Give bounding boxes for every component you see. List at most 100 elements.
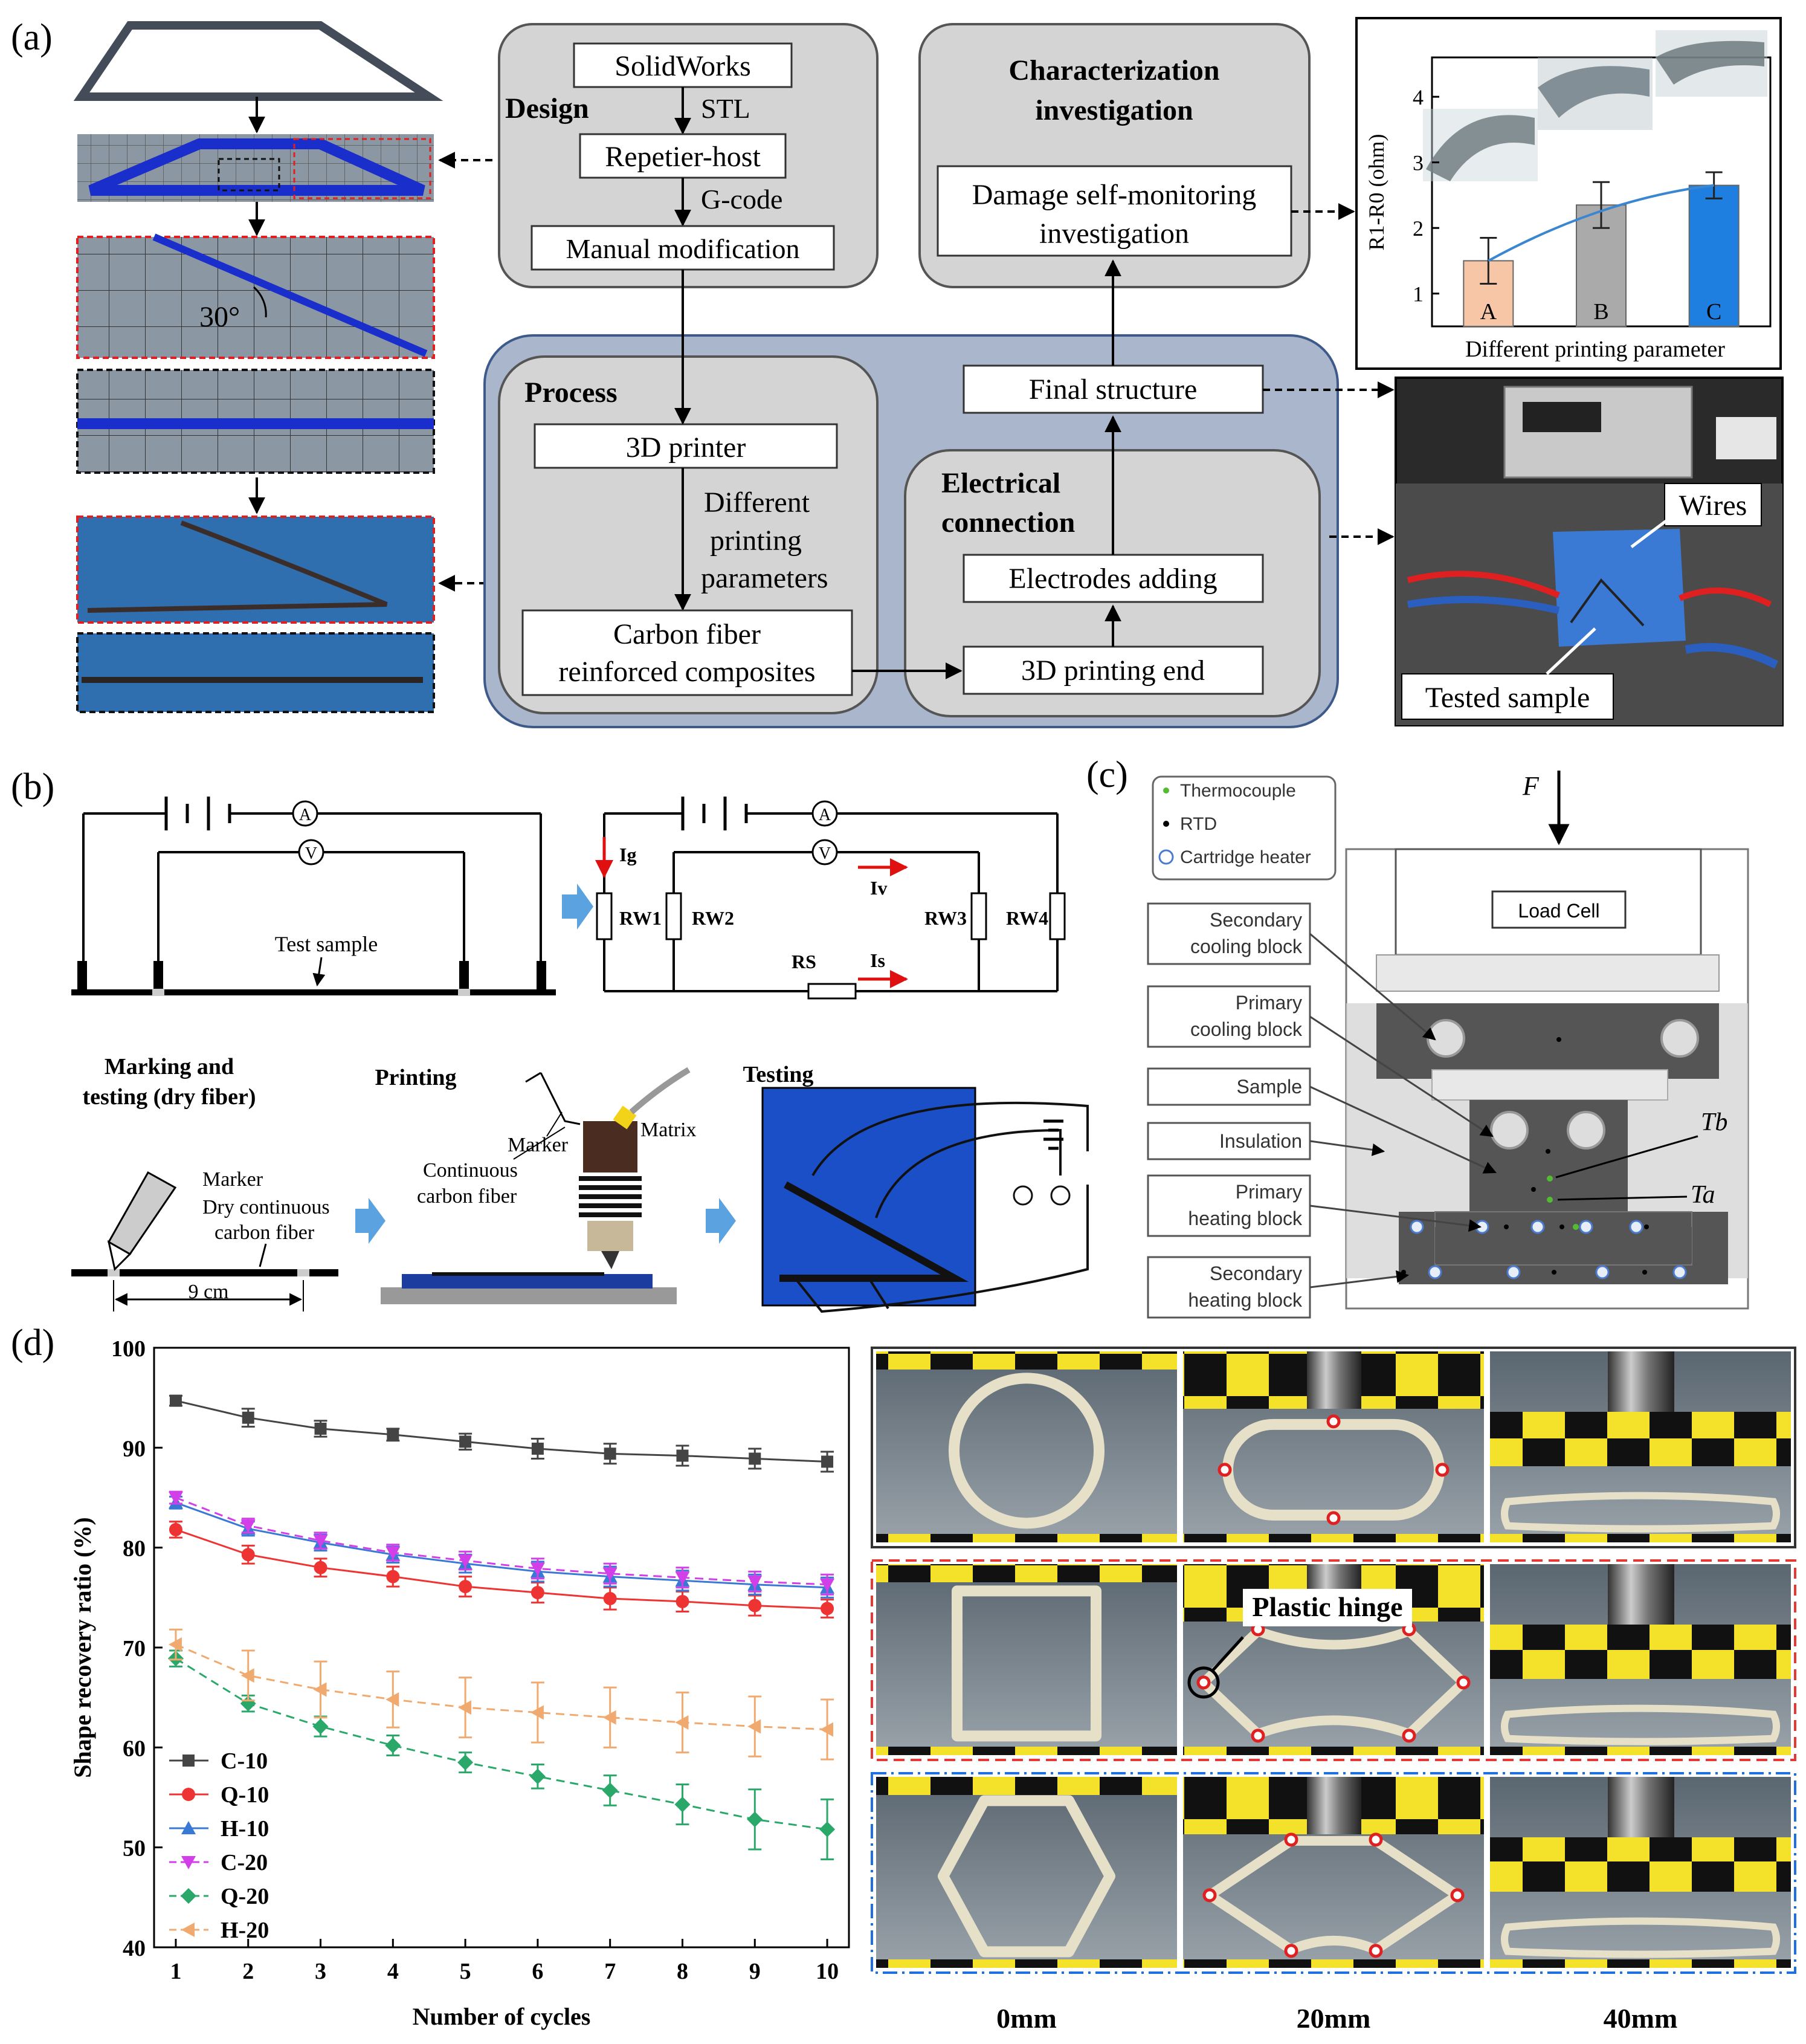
legend-dot-icon <box>1163 821 1169 827</box>
printing-title: Printing <box>375 1065 456 1090</box>
slicer-truss <box>88 138 425 196</box>
x-tick-label: 10 <box>816 1959 839 1984</box>
component-leader <box>1309 1270 1410 1289</box>
hinge-marker <box>1369 1832 1383 1847</box>
component-label: Secondary <box>1210 909 1302 931</box>
component-label-box <box>1147 1122 1311 1160</box>
component-label: Insulation <box>1219 1130 1302 1152</box>
component-label: cooling block <box>1190 1018 1303 1040</box>
data-point <box>240 1695 256 1712</box>
hinge-marker <box>1450 1888 1465 1903</box>
hinge-marker <box>1456 1675 1471 1690</box>
data-point <box>747 1575 763 1589</box>
data-point <box>386 1570 400 1583</box>
rw4-label: RW4 <box>1006 907 1048 929</box>
hinge-marker <box>1284 1944 1298 1958</box>
component-label: heating block <box>1188 1208 1303 1229</box>
angle-label: 30° <box>199 301 240 333</box>
x-tick-label: 8 <box>677 1959 688 1984</box>
electrodes-box <box>963 554 1264 603</box>
data-point <box>674 1796 691 1813</box>
nozzle-head <box>583 1121 637 1172</box>
legend-label: Q-20 <box>221 1884 269 1909</box>
legend-label: Cartridge heater <box>1180 847 1311 867</box>
data-point <box>604 1447 616 1460</box>
photo-cell <box>1490 1777 1791 1968</box>
series-line <box>175 1400 828 1463</box>
final-box <box>963 364 1264 414</box>
x-tick-label: 2 <box>242 1959 254 1984</box>
hinge-marker <box>1251 1729 1265 1743</box>
component-label: Sample <box>1237 1076 1303 1098</box>
photo-cell <box>1490 1564 1791 1755</box>
data-point <box>819 1821 836 1837</box>
data-point <box>387 1428 399 1441</box>
photo-cell <box>1183 1777 1484 1968</box>
legend-label: C-10 <box>221 1748 268 1774</box>
hinge-marker <box>1284 1832 1298 1847</box>
inset-category-label: A <box>1480 299 1497 325</box>
stl-label: STL <box>701 93 750 124</box>
panel-label-b: (b) <box>11 766 54 807</box>
d-ylabel: Shape recovery ratio (%) <box>69 1517 96 1777</box>
component-leader <box>1309 1205 1482 1232</box>
legend-label: RTD <box>1180 814 1217 834</box>
testing-title: Testing <box>743 1062 814 1087</box>
component-label-box <box>1147 902 1311 965</box>
legend-dot-icon <box>1163 788 1169 794</box>
process-title: Process <box>524 377 618 409</box>
data-point <box>821 1602 834 1615</box>
displacement-label: 0mm <box>996 2003 1057 2034</box>
printer-box <box>534 423 838 469</box>
legend-box <box>1152 775 1337 881</box>
series-line <box>175 1643 828 1731</box>
data-point <box>314 1560 327 1574</box>
component-label-box <box>1147 985 1311 1048</box>
repetier-box <box>579 133 787 179</box>
repetier-label: Repetier-host <box>605 141 761 173</box>
component-leader <box>1309 1085 1497 1174</box>
data-point <box>457 1755 474 1771</box>
hinge-marker <box>1202 1888 1217 1903</box>
photo-cell <box>876 1777 1177 1968</box>
photo-cell <box>876 1351 1177 1542</box>
photo-cell <box>1183 1351 1484 1542</box>
data-point <box>531 1442 544 1455</box>
data-point <box>182 1755 195 1767</box>
legend-label: Q-10 <box>221 1782 269 1808</box>
data-point <box>530 1562 545 1576</box>
ammeter-label: A <box>299 806 312 824</box>
printed-photo-straight <box>77 633 434 712</box>
inset-ytick-label: 3 <box>1413 151 1424 175</box>
data-point <box>168 1492 183 1505</box>
y-tick-label: 100 <box>111 1336 146 1362</box>
inset-ytick-label: 1 <box>1413 282 1424 306</box>
dry-label-2: carbon fiber <box>214 1221 315 1244</box>
dry-label-1: Dry continuous <box>202 1196 330 1218</box>
char-title-2: investigation <box>1035 94 1193 126</box>
data-point <box>240 1668 254 1683</box>
test-sample-label: Test sample <box>275 932 378 956</box>
legend-label: H-10 <box>221 1816 269 1842</box>
y-tick-label: 40 <box>123 1936 146 1961</box>
flowchart: Design SolidWorks STL Repetier-host G-co… <box>483 23 1395 728</box>
data-point <box>676 1449 689 1462</box>
hinge-marker <box>1402 1729 1416 1743</box>
rs-resistor <box>807 983 857 1000</box>
solidworks-box <box>573 42 793 88</box>
data-point <box>314 1422 327 1435</box>
component-label: heating block <box>1188 1289 1303 1311</box>
specimen <box>949 1373 1105 1529</box>
hinge-marker <box>1196 1675 1211 1690</box>
iv-label: Iv <box>870 877 887 899</box>
component-leader <box>1309 933 1436 1041</box>
inset-ytick-label: 2 <box>1413 216 1424 241</box>
data-point <box>312 1718 329 1735</box>
ccf-label-1: Continuous <box>423 1159 518 1182</box>
ccf-label-2: carbon fiber <box>417 1185 517 1208</box>
marker-label: Marker <box>202 1168 263 1191</box>
load-cell-label: Load Cell <box>1518 900 1599 922</box>
solidworks-label: SolidWorks <box>614 50 751 82</box>
